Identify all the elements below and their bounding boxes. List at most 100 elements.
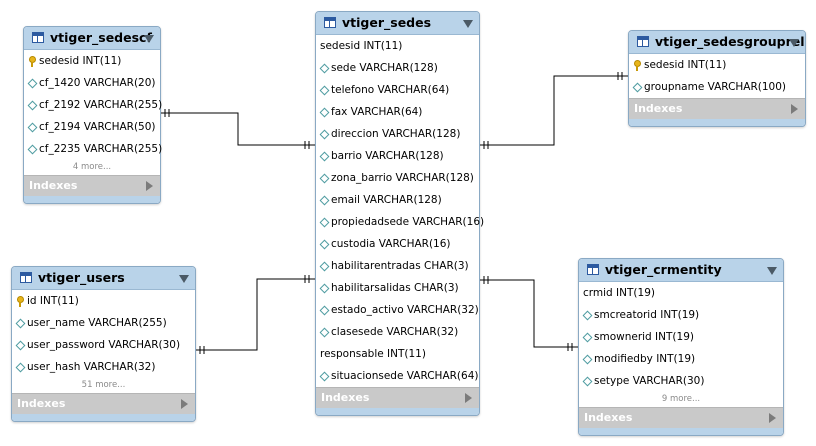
expand-icon[interactable]	[146, 181, 153, 191]
collapse-icon[interactable]	[179, 275, 189, 283]
table-header[interactable]: vtiger_sedescf	[24, 27, 160, 50]
column-name: groupname VARCHAR(100)	[644, 81, 787, 93]
column-name: habilitarentradas CHAR(3)	[331, 260, 469, 272]
indexes-section[interactable]: Indexes	[579, 407, 783, 428]
column-row[interactable]: habilitarentradas CHAR(3)	[316, 255, 479, 277]
table-vtiger-crmentity[interactable]: vtiger_crmentity crmid INT(19)smcreatori…	[578, 258, 784, 436]
column-list: sedesid INT(11) sede VARCHAR(128) telefono…	[316, 35, 484, 387]
column-name: estado_activo VARCHAR(32)	[331, 304, 479, 316]
column-diamond-icon	[319, 305, 330, 316]
indexes-section[interactable]: Indexes	[24, 175, 160, 196]
table-icon	[32, 32, 44, 43]
column-row[interactable]: user_hash VARCHAR(32)	[12, 356, 195, 378]
more-columns-link[interactable]: 51 more...	[81, 380, 126, 390]
column-diamond-icon	[15, 362, 26, 373]
column-name: cf_2192 VARCHAR(255)	[39, 99, 163, 111]
column-row[interactable]: telefono VARCHAR(64)	[316, 79, 479, 101]
collapse-icon[interactable]	[767, 267, 777, 275]
indexes-section[interactable]: Indexes	[629, 98, 805, 119]
table-vtiger-sedescf[interactable]: vtiger_sedescf sedesid INT(11) cf_1420 VA…	[23, 26, 163, 204]
column-row[interactable]: id INT(11)	[12, 290, 195, 312]
table-footer	[12, 414, 195, 421]
table-vtiger-sedes[interactable]: vtiger_sedes sedesid INT(11) sede VARCHAR…	[315, 11, 484, 416]
column-diamond-icon	[27, 78, 38, 89]
table-vtiger-sedesgrouprel[interactable]: vtiger_sedesgrouprel sedesid INT(11) grou…	[628, 30, 806, 127]
collapse-icon[interactable]	[144, 35, 154, 43]
column-name: fax VARCHAR(64)	[331, 106, 423, 118]
column-name: telefono VARCHAR(64)	[331, 84, 450, 96]
column-row[interactable]: zona_barrio VARCHAR(128)	[316, 167, 479, 189]
expand-icon[interactable]	[465, 393, 472, 403]
relationship-line	[478, 279, 578, 348]
column-row[interactable]: sede VARCHAR(128)	[316, 57, 479, 79]
column-row[interactable]: sedesid INT(11)	[24, 50, 160, 72]
column-row[interactable]: fax VARCHAR(64)	[316, 101, 479, 123]
column-row[interactable]: email VARCHAR(128)	[316, 189, 479, 211]
column-row[interactable]: cf_2194 VARCHAR(50)	[24, 116, 160, 138]
table-icon	[587, 264, 599, 275]
relationship-line	[159, 112, 315, 146]
column-row[interactable]: sedesid INT(11)	[629, 54, 805, 76]
collapse-icon[interactable]	[789, 39, 799, 47]
expand-icon[interactable]	[769, 413, 776, 423]
more-columns-link[interactable]: 4 more...	[72, 162, 112, 172]
table-title: vtiger_crmentity	[605, 262, 722, 277]
collapse-icon[interactable]	[463, 20, 473, 28]
indexes-section[interactable]: Indexes	[12, 393, 195, 414]
relationship-users-sedes[interactable]	[194, 278, 315, 351]
column-diamond-icon	[27, 144, 38, 155]
column-row[interactable]: barrio VARCHAR(128)	[316, 145, 479, 167]
column-row[interactable]: habilitarsalidas CHAR(3)	[316, 277, 479, 299]
table-footer	[316, 408, 479, 415]
column-name: modifiedby INT(19)	[594, 353, 696, 365]
column-row[interactable]: cf_2235 VARCHAR(255)	[24, 138, 162, 160]
relationship-sedesgrouprel-sedes[interactable]	[478, 75, 628, 146]
relationship-sedescf-sedes[interactable]	[159, 112, 315, 146]
table-title: vtiger_sedes	[342, 15, 432, 30]
column-row[interactable]: clasesede VARCHAR(32)	[316, 321, 479, 343]
column-name: cf_1420 VARCHAR(20)	[39, 77, 156, 89]
column-row[interactable]: modifiedby INT(19)	[579, 348, 783, 370]
table-title: vtiger_sedesgrouprel	[655, 34, 805, 49]
column-row[interactable]: direccion VARCHAR(128)	[316, 123, 479, 145]
column-name: sede VARCHAR(128)	[331, 62, 438, 74]
column-diamond-icon	[582, 332, 593, 343]
table-vtiger-users[interactable]: vtiger_users id INT(11) user_name VARCHAR…	[11, 266, 196, 422]
column-row[interactable]: estado_activo VARCHAR(32)	[316, 299, 479, 321]
expand-icon[interactable]	[791, 104, 798, 114]
expand-icon[interactable]	[181, 399, 188, 409]
table-header[interactable]: vtiger_crmentity	[579, 259, 783, 282]
column-row[interactable]: setype VARCHAR(30)	[579, 370, 783, 392]
column-row[interactable]: cf_2192 VARCHAR(255)	[24, 94, 163, 116]
column-row[interactable]: user_password VARCHAR(30)	[12, 334, 195, 356]
column-row[interactable]: propiedadsede VARCHAR(16)	[316, 211, 484, 233]
column-name: custodia VARCHAR(16)	[331, 238, 451, 250]
column-row[interactable]: responsable INT(11)	[316, 343, 479, 365]
column-diamond-icon	[27, 122, 38, 133]
column-row[interactable]: user_name VARCHAR(255)	[12, 312, 195, 334]
column-list: sedesid INT(11) cf_1420 VARCHAR(20) cf_219…	[24, 50, 163, 160]
indexes-label: Indexes	[634, 102, 683, 115]
indexes-section[interactable]: Indexes	[316, 387, 479, 408]
column-row[interactable]: smownerid INT(19)	[579, 326, 783, 348]
table-header[interactable]: vtiger_users	[12, 267, 195, 290]
column-diamond-icon	[582, 310, 593, 321]
table-footer	[629, 119, 805, 126]
more-columns-link[interactable]: 9 more...	[661, 394, 701, 404]
column-row[interactable]: smcreatorid INT(19)	[579, 304, 783, 326]
column-name: user_hash VARCHAR(32)	[27, 361, 156, 373]
column-row[interactable]: custodia VARCHAR(16)	[316, 233, 479, 255]
column-row[interactable]: situacionsede VARCHAR(64)	[316, 365, 479, 387]
column-diamond-icon	[319, 217, 330, 228]
table-header[interactable]: vtiger_sedes	[316, 12, 479, 35]
column-row[interactable]: cf_1420 VARCHAR(20)	[24, 72, 160, 94]
relationship-crmentity-sedes[interactable]	[478, 279, 578, 348]
table-header[interactable]: vtiger_sedesgrouprel	[629, 31, 805, 54]
column-list: id INT(11) user_name VARCHAR(255)user_pas…	[12, 290, 195, 378]
column-row[interactable]: groupname VARCHAR(100)	[629, 76, 805, 98]
column-name: id INT(11)	[27, 295, 79, 307]
column-row[interactable]: sedesid INT(11)	[316, 35, 479, 57]
column-row[interactable]: crmid INT(19)	[579, 282, 783, 304]
